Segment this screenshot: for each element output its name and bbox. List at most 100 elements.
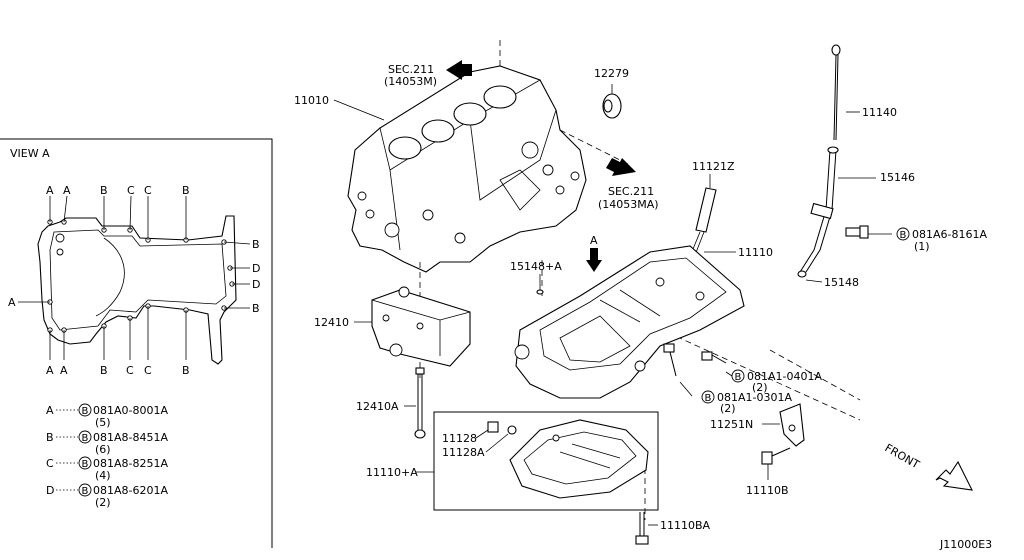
drain-plug (487, 421, 517, 435)
callout-11110a: 11110+A (366, 466, 418, 479)
cylinder-bore-2 (421, 119, 455, 143)
legend-quantity: (4) (95, 469, 111, 482)
callout-0301-qty: (2) (720, 402, 736, 415)
callout-sec211-upper-ref: (14053M) (384, 75, 437, 88)
legend-key: B (46, 431, 54, 444)
view-a-bottom-letter-4: C (126, 364, 134, 377)
view-a-bottom-letter-5: C (144, 364, 152, 377)
bolt-legend: A B 081A0-8001A (5) B B 081A8-8451A (6) … (46, 403, 168, 509)
legend-part-number: 081A8-8251A (93, 457, 168, 470)
callout-0401-qty: (2) (752, 381, 768, 394)
bolt-circle-icon (731, 369, 745, 383)
callout-12410: 12410 (314, 316, 349, 329)
legend-part-number: 081A0-8001A (93, 404, 168, 417)
view-a-bottom-letter-3: B (100, 364, 108, 377)
oil-seal (602, 84, 622, 119)
bolt-circle-icon (78, 430, 92, 444)
bolt-circle-icon (78, 483, 92, 497)
view-a-leaders (18, 195, 251, 360)
gasket-curve (95, 237, 125, 317)
legend-row-c: C B 081A8-8251A (4) (46, 456, 168, 482)
callout-0301: 081A1-0301A (717, 391, 792, 404)
bolt-0401-icon (701, 351, 727, 364)
bolt-circle-letter: B (705, 393, 712, 404)
oil-dipstick (831, 44, 841, 141)
legend-key: D (46, 484, 54, 497)
callout-sec211-upper: SEC.211 (388, 63, 434, 76)
diagram-id: J11000E3 (939, 538, 992, 551)
leader-0401 (725, 371, 733, 377)
bolt-circle-letter: B (82, 486, 89, 497)
callout-8161: 081A6-8161A (912, 228, 987, 241)
view-a-bottom-letter-6: B (182, 364, 190, 377)
main-bearing-cap (371, 286, 471, 367)
cylinder-bore-4 (483, 85, 517, 109)
o-ring (536, 289, 544, 295)
view-a-frame (0, 138, 273, 548)
front-label: FRONT (883, 441, 922, 471)
upper-oil-pan (514, 245, 745, 399)
view-a-bottom-letter-1: A (46, 364, 54, 377)
lower-oil-pan (509, 419, 649, 499)
legend-key: A (46, 404, 54, 417)
callout-11128: 11128 (442, 432, 477, 445)
leader-11010 (333, 99, 385, 121)
callout-11010: 11010 (294, 94, 329, 107)
leader-0301 (679, 381, 693, 397)
front-arrow-icon (935, 460, 973, 491)
callout-15148a: 15148+A (510, 260, 562, 273)
gasket-outline (37, 215, 237, 365)
block-side-edge (469, 109, 557, 201)
legend-row-b: B B 081A8-8451A (6) (46, 430, 168, 456)
arrow-right-icon (606, 158, 636, 176)
block-port (555, 185, 565, 195)
arrow-down-icon (586, 248, 602, 272)
bolt-circle-icon (896, 227, 910, 241)
block-body (347, 65, 587, 273)
callout-0401: 081A1-0401A (747, 370, 822, 383)
bolt-circle-letter: B (82, 406, 89, 417)
legend-key: C (46, 457, 54, 470)
view-a-panel: VIEW A (0, 138, 273, 548)
callout-8161-qty: (1) (914, 240, 930, 253)
leader-11128 (475, 429, 489, 439)
dipstick-guide (799, 146, 839, 273)
callout-11251n: 11251N (710, 418, 753, 431)
callout-11140: 11140 (862, 106, 897, 119)
bolt-11110b-icon (761, 447, 791, 465)
block-rib (499, 169, 541, 211)
lower-pan-frame (433, 411, 659, 511)
cylinder-bore-3 (453, 102, 487, 126)
legend-row-d: D B 081A8-6201A (2) (46, 483, 168, 509)
legend-part-number: 081A8-8451A (93, 431, 168, 444)
block-edge (389, 169, 401, 251)
leader-15148 (805, 279, 823, 283)
view-a-top-letter-1: A (46, 184, 54, 197)
bolt-circle-letter: B (900, 230, 907, 241)
view-a-right-letter-2: D (252, 262, 260, 275)
block-port (365, 209, 375, 219)
view-a-right-letter-4: B (252, 302, 260, 315)
bolt-11110ba-icon (635, 512, 649, 545)
block-port (542, 164, 554, 176)
view-a-left-letter: A (8, 296, 16, 309)
callout-15146: 15146 (880, 171, 915, 184)
legend-quantity: (6) (95, 443, 111, 456)
bolt-circle-icon (78, 403, 92, 417)
block-port (521, 141, 539, 159)
callout-12279: 12279 (594, 67, 629, 80)
long-bolt (414, 367, 426, 439)
block-port (357, 191, 367, 201)
bolt-circle-icon (701, 390, 715, 404)
callout-11110: 11110 (738, 246, 773, 259)
o-ring (797, 270, 807, 278)
bracket (779, 403, 805, 447)
bolt-circle-letter: B (82, 459, 89, 470)
view-arrow-letter: A (590, 234, 598, 247)
legend-row-a: A B 081A0-8001A (5) (46, 403, 168, 429)
bolt-circle-icon (78, 456, 92, 470)
view-a-top-letter-3: B (100, 184, 108, 197)
callout-11128a: 11128A (442, 446, 485, 459)
